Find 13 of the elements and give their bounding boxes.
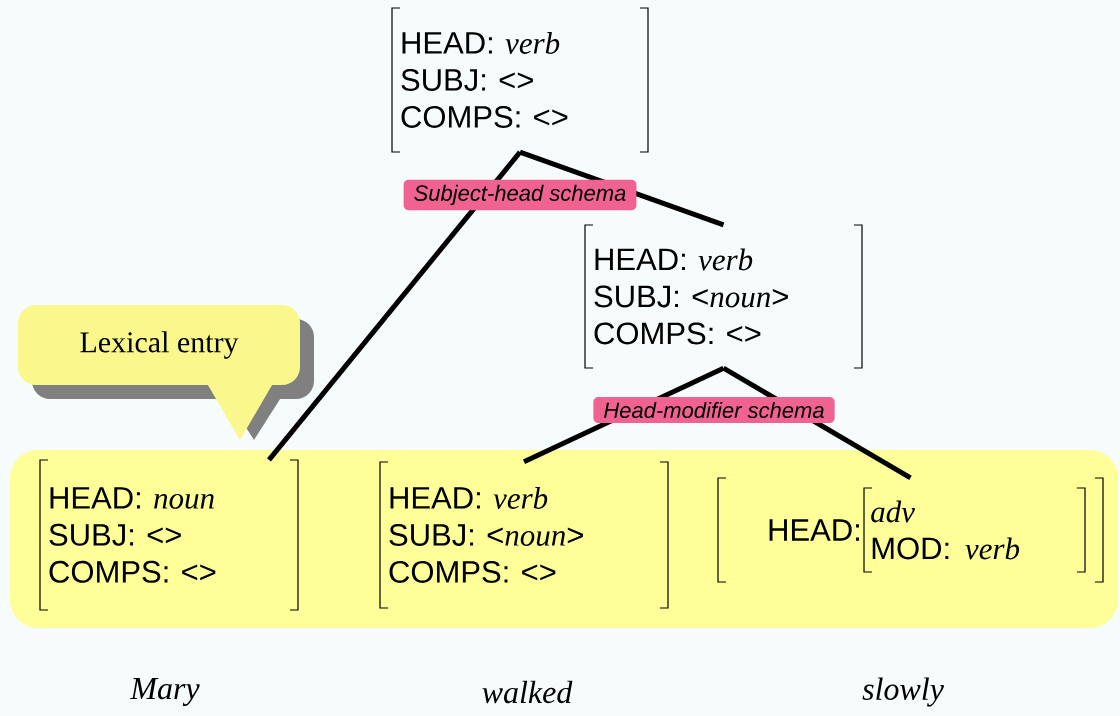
feature-matrix: HEAD: noun SUBJ: <> COMPS: <> xyxy=(39,459,299,611)
feature-matrix: HEAD: adv MOD: verb xyxy=(717,477,1104,583)
feature-matrix: HEAD: verb SUBJ: <noun> COMPS: <> xyxy=(584,224,863,369)
schema-label: Subject-head schema xyxy=(403,179,637,211)
word-label: slowly xyxy=(862,677,944,707)
word-label: walked xyxy=(482,680,573,704)
word-label: Mary xyxy=(129,678,200,706)
callout-bubble: Lexical entry xyxy=(18,305,314,440)
highlight-band xyxy=(10,450,1118,628)
schema-label: Head-modifier schema xyxy=(593,396,835,424)
tree-branch xyxy=(267,150,522,462)
feature-matrix: HEAD: verb SUBJ: <> COMPS: <> xyxy=(391,7,649,153)
feature-matrix: HEAD: verb SUBJ: <noun> COMPS: <> xyxy=(379,461,669,609)
